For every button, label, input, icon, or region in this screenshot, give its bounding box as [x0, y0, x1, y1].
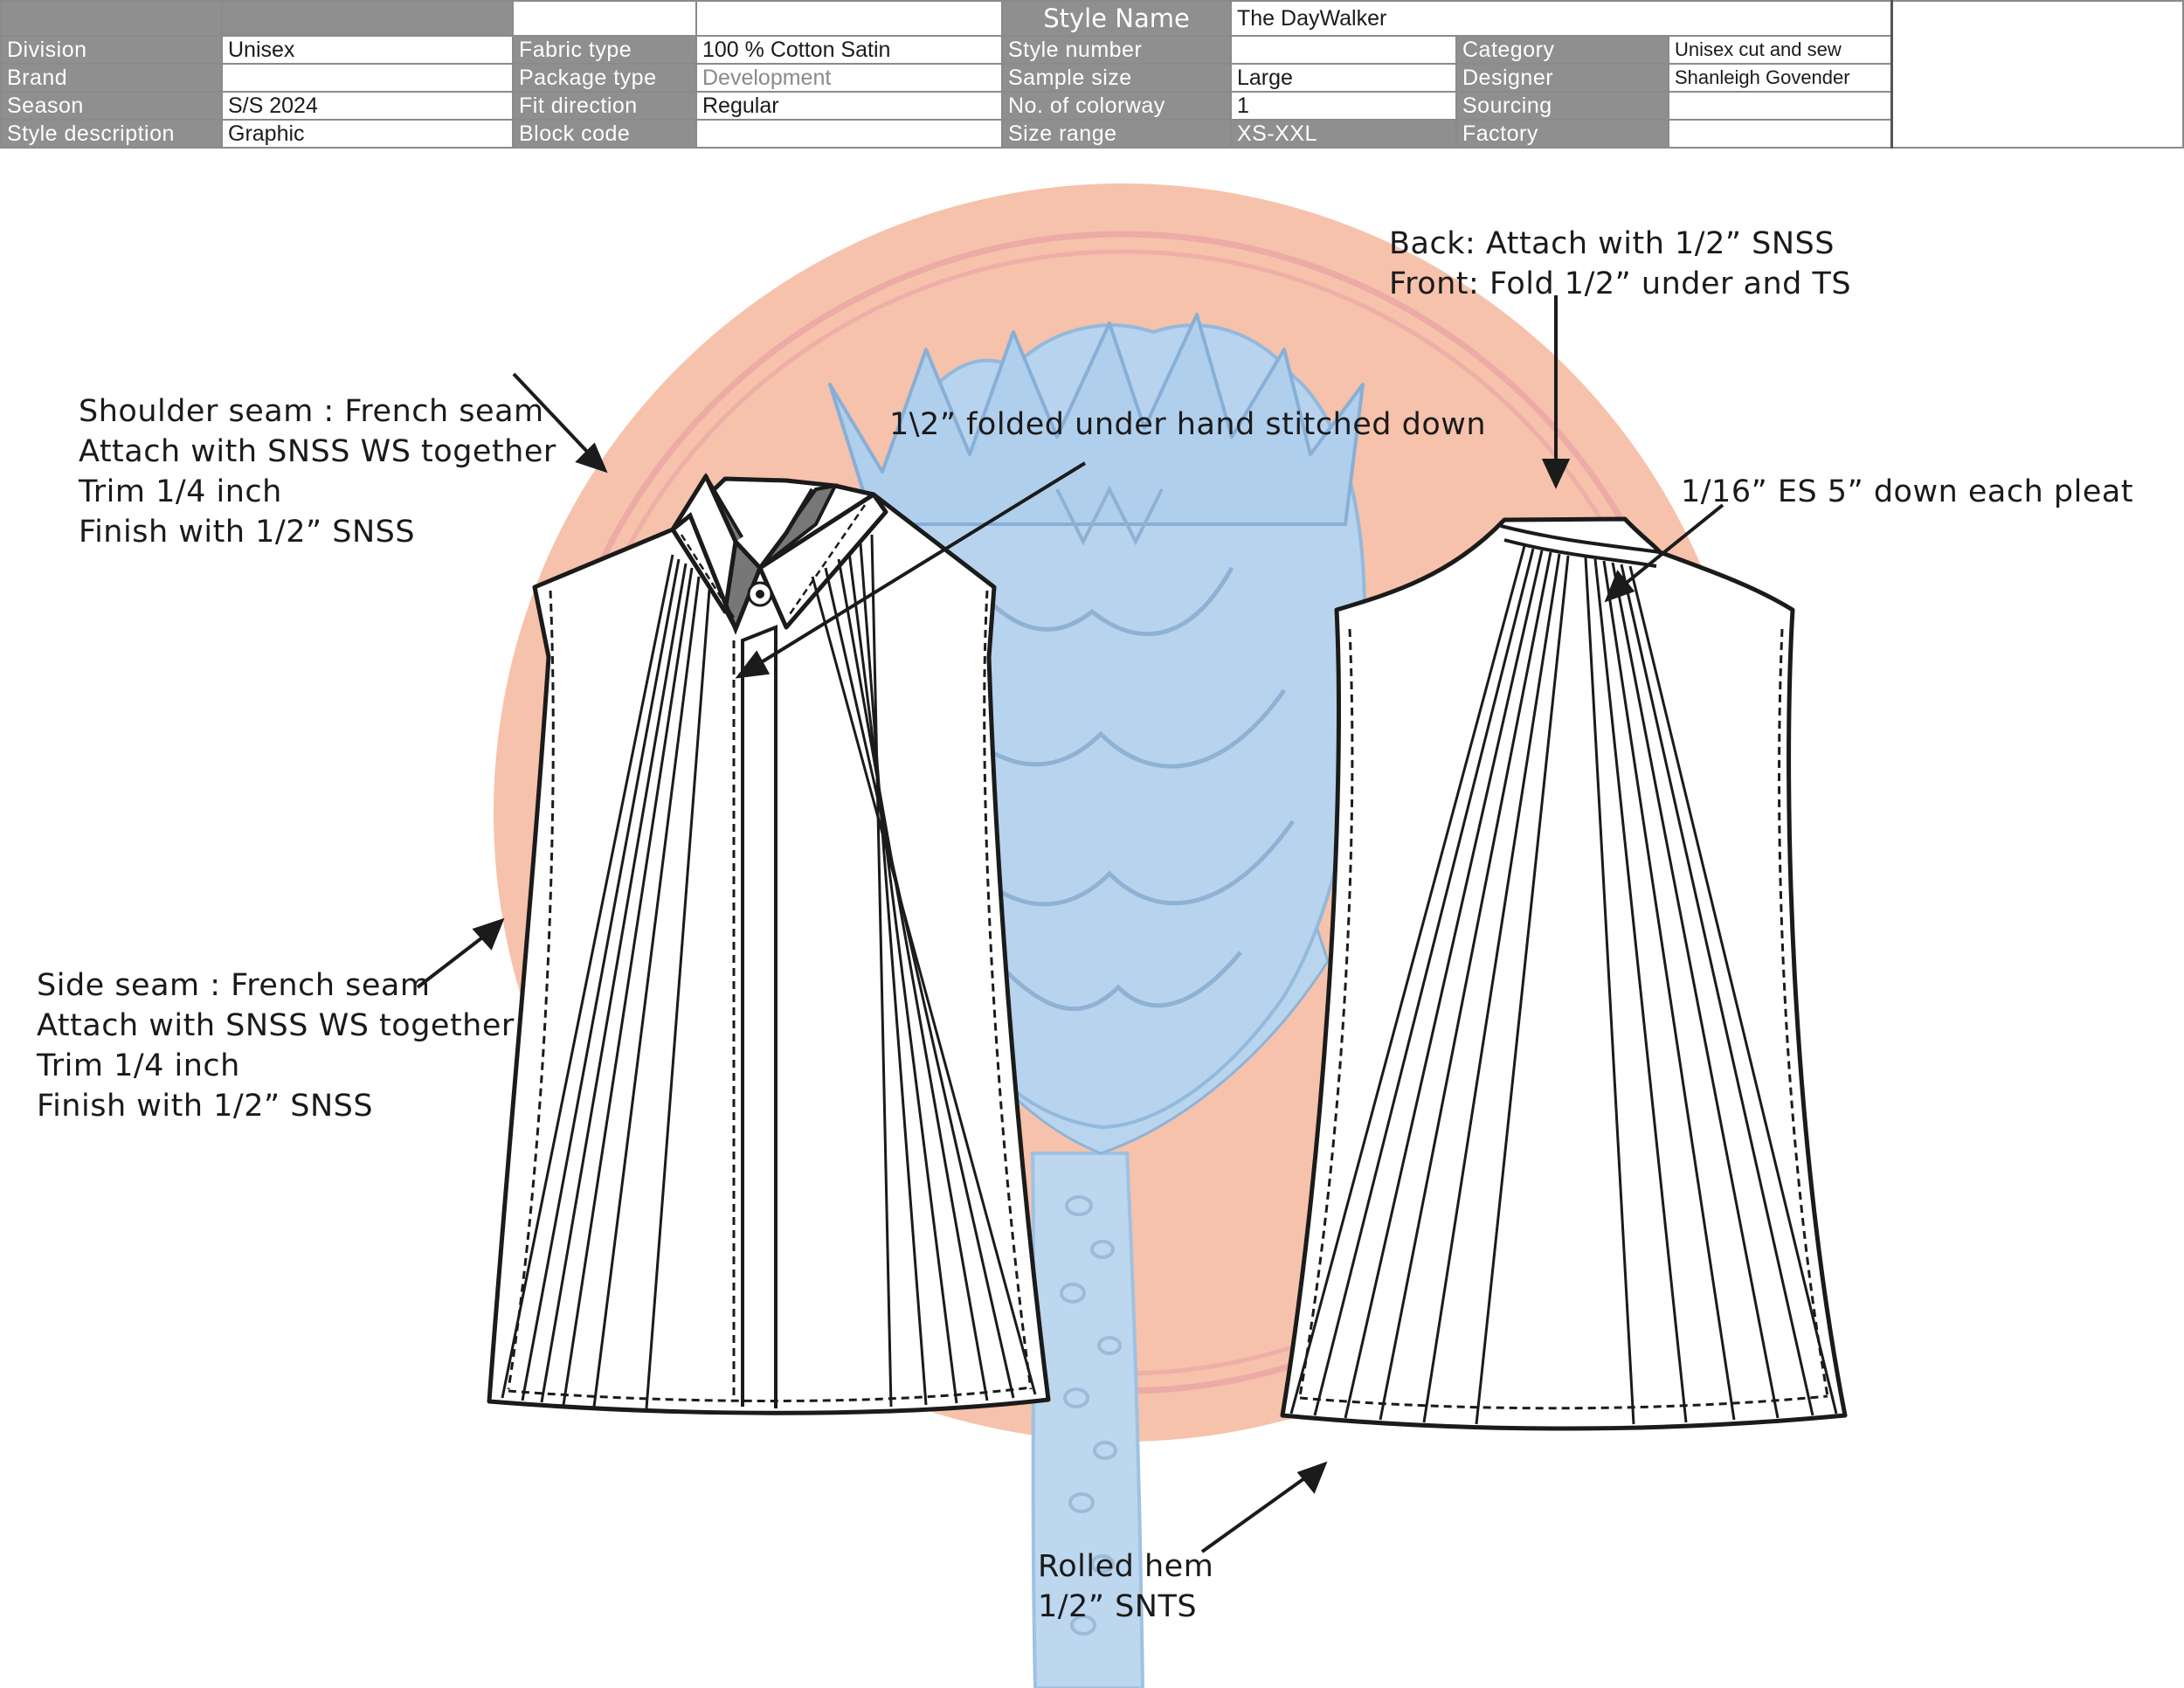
colorway-count-value[interactable]: 1 — [1230, 91, 1457, 121]
note-line: Front: Fold 1/2” under and TS — [1389, 266, 1852, 301]
division-value[interactable]: Unisex — [221, 35, 514, 65]
note-line: Trim 1/4 inch — [37, 1048, 240, 1083]
back-front-note: Back: Attach with 1/2” SNSS Front: Fold … — [1389, 224, 1851, 304]
designer-value[interactable]: Shanleigh Govender — [1667, 63, 1893, 93]
factory-value[interactable] — [1667, 119, 1893, 149]
fabric-type-value[interactable]: 100 % Cotton Satin — [695, 35, 1003, 65]
back-view-garment — [1280, 516, 1848, 1431]
side-seam-note: Side seam : French seam Attach with SNSS… — [37, 965, 515, 1126]
header-side-box — [1890, 0, 2184, 149]
season-value[interactable]: S/S 2024 — [221, 91, 514, 121]
fit-direction-value[interactable]: Regular — [695, 91, 1003, 121]
pleat-stitch-note: 1/16” ES 5” down each pleat — [1681, 472, 2133, 512]
header-blank-cell — [695, 0, 1003, 37]
designer-label: Designer — [1455, 63, 1669, 93]
note-line: Attach with SNSS WS together — [37, 1008, 515, 1043]
division-label: Division — [0, 35, 223, 65]
brand-value[interactable] — [221, 63, 514, 93]
package-type-label: Package type — [512, 63, 697, 93]
note-line: 1/16” ES 5” down each pleat — [1681, 474, 2134, 509]
style-name-label: Style Name — [1001, 0, 1232, 37]
note-line: Finish with 1/2” SNSS — [79, 515, 416, 550]
header-blank-cell — [221, 0, 514, 37]
style-name-value[interactable]: The DayWalker — [1229, 0, 1893, 37]
factory-label: Factory — [1455, 119, 1669, 149]
note-line: Rolled hem — [1038, 1549, 1214, 1584]
sample-size-label: Sample size — [1001, 63, 1232, 93]
sourcing-value[interactable] — [1667, 91, 1893, 121]
block-code-value[interactable] — [695, 119, 1003, 149]
brand-label: Brand — [0, 63, 223, 93]
front-view-garment — [487, 472, 1051, 1415]
annotation-arrows — [416, 295, 1724, 1553]
note-line: Back: Attach with 1/2” SNSS — [1389, 226, 1835, 261]
category-label: Category — [1455, 35, 1669, 65]
shoulder-seam-note: Shoulder seam : French seam Attach with … — [79, 391, 556, 552]
note-line: Shoulder seam : French seam — [79, 394, 544, 429]
style-number-label: Style number — [1001, 35, 1232, 65]
sample-size-value[interactable]: Large — [1230, 63, 1457, 93]
category-value[interactable]: Unisex cut and sew — [1667, 35, 1893, 65]
size-range-value[interactable]: XS-XXL — [1230, 119, 1457, 149]
placket-note: 1\2” folded under hand stitched down — [889, 405, 1486, 445]
note-line: Trim 1/4 inch — [79, 474, 282, 509]
note-line: Finish with 1/2” SNSS — [37, 1089, 374, 1124]
spec-sheet-header: Style Name The DayWalker Division Unisex… — [0, 0, 2184, 149]
header-blank-cell — [512, 0, 697, 37]
fit-direction-label: Fit direction — [512, 91, 697, 121]
style-description-label: Style description — [0, 119, 223, 149]
package-type-value[interactable]: Development — [695, 63, 1003, 93]
size-range-label: Size range — [1001, 119, 1232, 149]
style-description-value[interactable]: Graphic — [221, 119, 514, 149]
note-line: 1\2” folded under hand stitched down — [889, 407, 1487, 442]
colorway-count-label: No. of colorway — [1001, 91, 1232, 121]
block-code-label: Block code — [512, 119, 697, 149]
season-label: Season — [0, 91, 223, 121]
rolled-hem-note: Rolled hem 1/2” SNTS — [1038, 1546, 1213, 1627]
style-number-value[interactable] — [1230, 35, 1457, 65]
note-line: 1/2” SNTS — [1038, 1589, 1198, 1624]
header-blank-cell — [0, 0, 223, 37]
note-line: Side seam : French seam — [37, 968, 431, 1003]
note-line: Attach with SNSS WS together — [79, 434, 556, 469]
sourcing-label: Sourcing — [1455, 91, 1669, 121]
fabric-type-label: Fabric type — [512, 35, 697, 65]
